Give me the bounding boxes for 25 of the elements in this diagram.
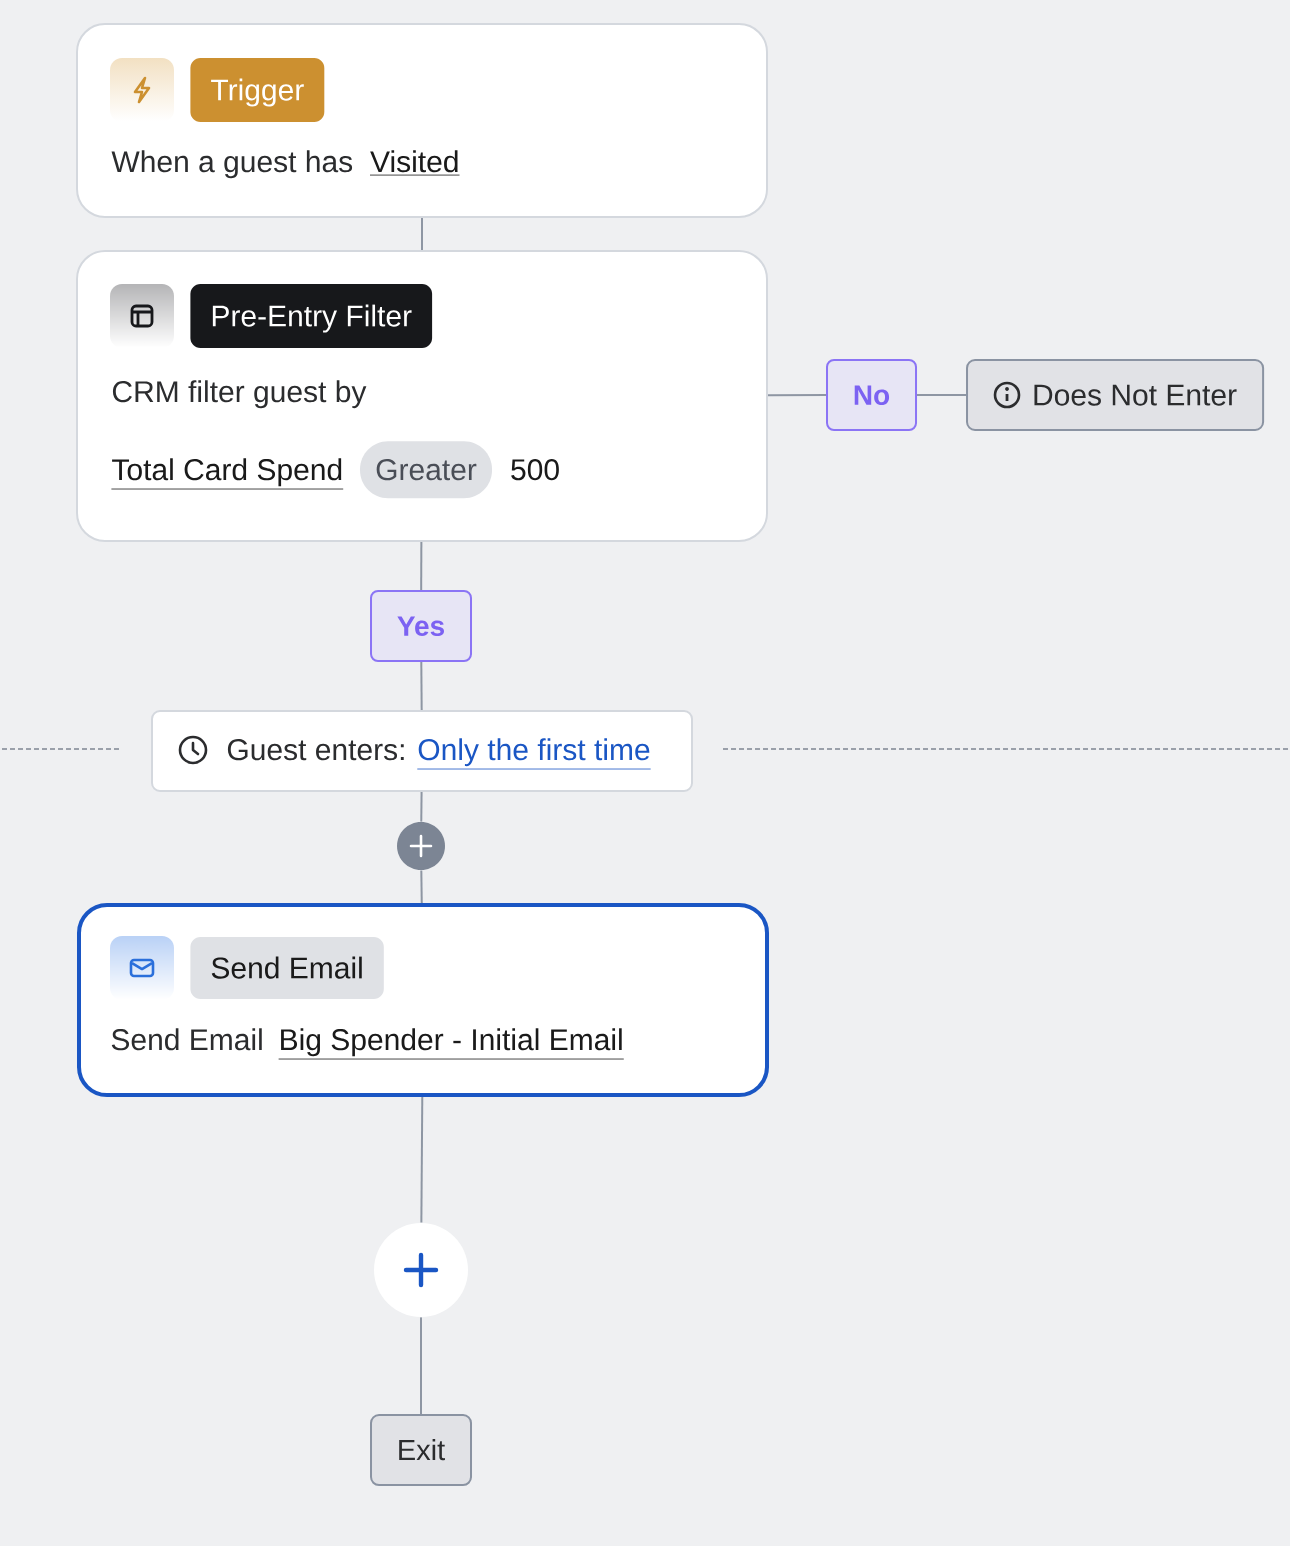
step-badge: Pre-Entry Filter xyxy=(190,284,433,348)
connector-line xyxy=(916,394,967,396)
connector-line xyxy=(420,661,423,711)
body-text: CRM filter guest by xyxy=(112,380,367,409)
connector-line xyxy=(420,869,423,904)
body-text: Guest enters: xyxy=(227,739,404,761)
body-text: Send Email xyxy=(111,1028,262,1051)
connector-line xyxy=(767,394,827,397)
connector-line xyxy=(420,791,423,823)
connector-line xyxy=(420,541,423,591)
value-text: 500 xyxy=(511,459,559,481)
status-box: Does Not Enter xyxy=(966,359,1265,431)
link-text: Total Card Spend xyxy=(111,458,344,490)
link-text: Big Spender - Initial Email xyxy=(278,1028,625,1060)
connector-line xyxy=(420,1096,424,1224)
branch-tag: Yes xyxy=(370,590,472,662)
connector-line xyxy=(420,1316,422,1415)
connector-line xyxy=(421,217,423,251)
exit-box: Exit xyxy=(370,1414,472,1486)
step-badge: Trigger xyxy=(190,58,325,122)
body-text: When a guest has xyxy=(111,150,353,179)
link-text: Only the first time xyxy=(416,738,652,770)
link-text: Visited xyxy=(369,150,460,176)
branch-tag: No xyxy=(826,359,917,431)
step-badge: Send Email xyxy=(190,937,384,999)
